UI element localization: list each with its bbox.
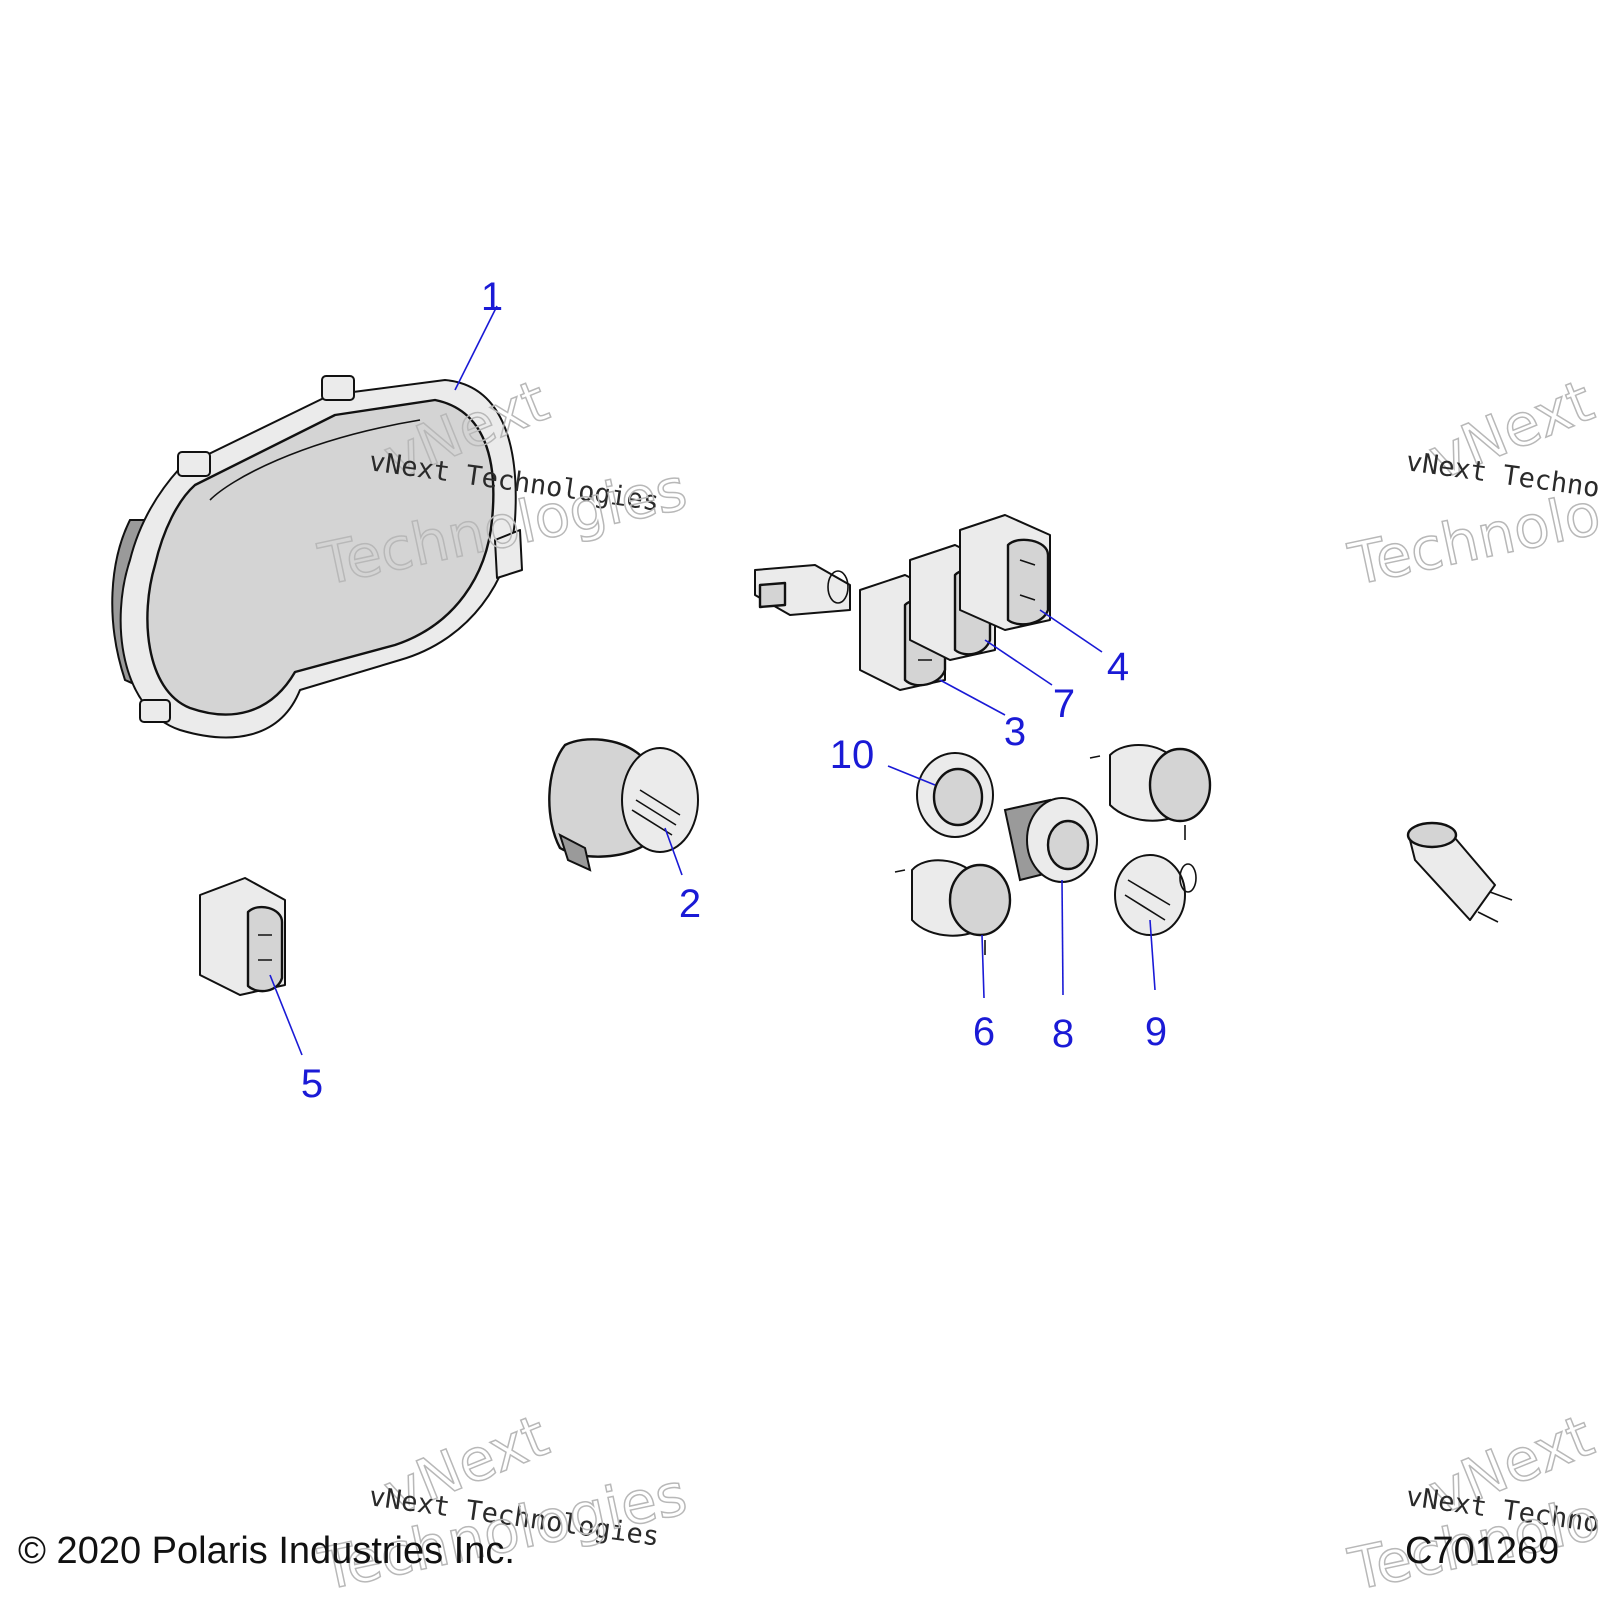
part-instrument-cluster <box>111 375 523 739</box>
part-power-outlet-upper <box>1089 743 1212 840</box>
part-retaining-nut <box>916 752 994 838</box>
callout-6: 6 <box>973 1010 995 1054</box>
part-ignition-switch <box>548 738 699 872</box>
callout-8: 8 <box>1052 1012 1074 1056</box>
leader-lines <box>269 305 1156 1056</box>
callout-3: 3 <box>1004 710 1026 754</box>
callout-7: 7 <box>1053 682 1075 726</box>
callout-4: 4 <box>1107 645 1129 689</box>
callout-9: 9 <box>1145 1010 1167 1054</box>
part-indicator-lamp <box>1406 821 1513 923</box>
watermark-top-right: vNext vNext Technologies Technologies <box>1342 366 1600 600</box>
drawing-code: C701269 <box>1405 1530 1560 1572</box>
part-power-outlet-6 <box>894 859 1012 955</box>
part-rocker-switch-5 <box>199 877 286 996</box>
part-cover-cap <box>1114 854 1197 936</box>
callout-1: 1 <box>481 275 503 319</box>
part-socket-8 <box>1003 797 1098 883</box>
copyright-notice: © 2020 Polaris Industries Inc. <box>18 1530 515 1572</box>
callout-10: 10 <box>830 733 875 777</box>
part-rocker-switch-4 <box>959 514 1051 631</box>
callout-labels: 1 2 3 4 5 6 7 8 9 10 <box>301 275 1167 1106</box>
callout-5: 5 <box>301 1062 323 1106</box>
part-connector <box>754 564 851 616</box>
callout-2: 2 <box>679 882 701 926</box>
